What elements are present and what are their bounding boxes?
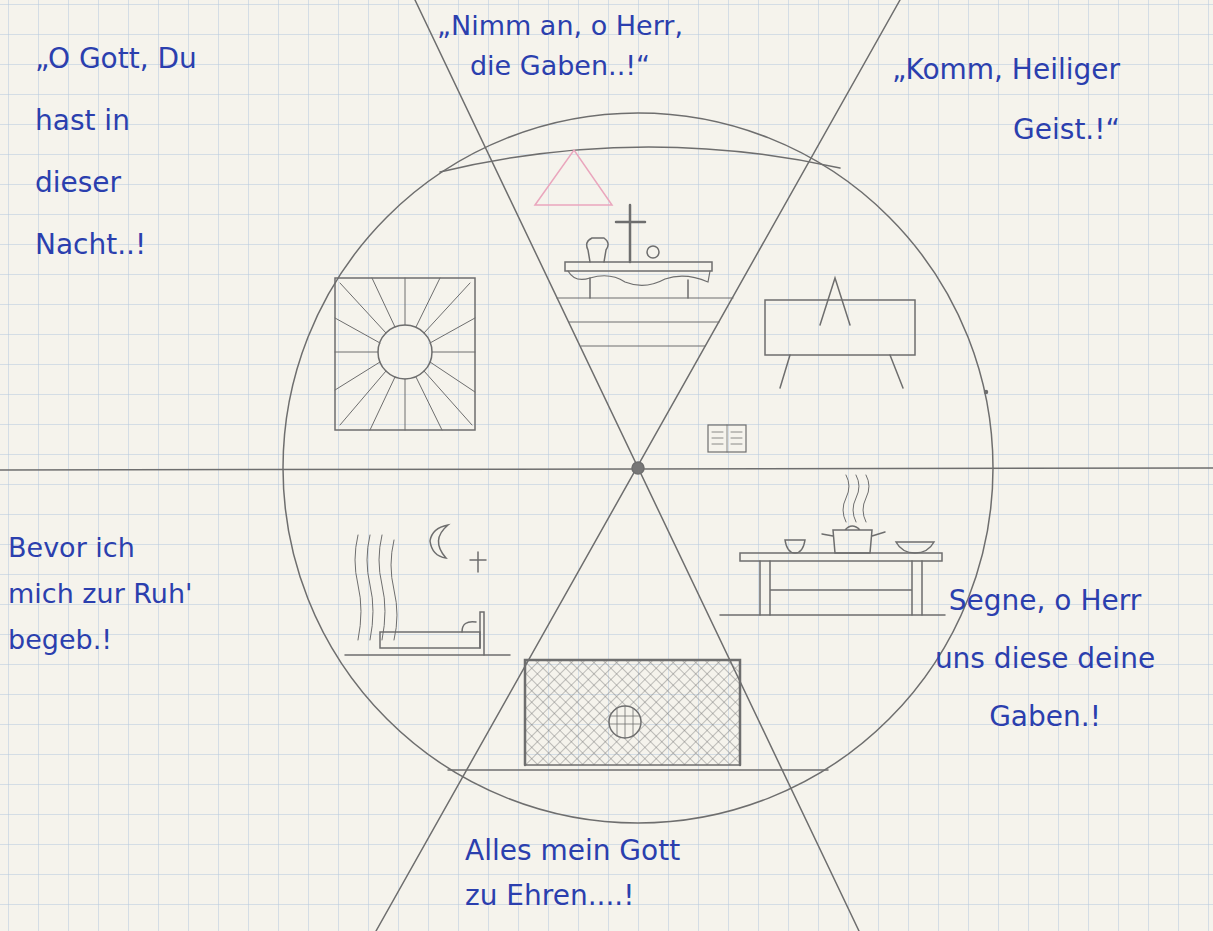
window-frame xyxy=(335,278,475,430)
floor-line xyxy=(720,614,945,616)
prayer-text: „Komm, Heiliger Geist.!“ xyxy=(860,40,1120,160)
bowl-symbol xyxy=(896,542,934,553)
book-symbol xyxy=(708,425,746,452)
board-symbol xyxy=(765,300,915,355)
vase-symbol xyxy=(587,238,608,262)
faint-triangle xyxy=(535,150,612,205)
moon-symbol xyxy=(430,525,448,558)
small-cross xyxy=(470,552,486,572)
host-symbol xyxy=(647,246,659,258)
dining-table xyxy=(740,553,942,561)
pot-symbol xyxy=(822,526,885,553)
prayer-text: „O Gott, Du hast in dieser Nacht..! xyxy=(35,28,220,276)
goal-posts xyxy=(525,660,740,765)
altar-steps xyxy=(557,298,733,346)
floor-line xyxy=(345,654,510,656)
altar-legs xyxy=(590,278,688,298)
bed-headboard xyxy=(462,612,484,655)
divider-line xyxy=(0,468,1213,470)
prayer-text: „Nimm an, o Herr, die Gaben..!“ xyxy=(435,6,685,86)
curtain-lines xyxy=(355,535,397,640)
cross-symbol xyxy=(616,205,645,262)
divider-line xyxy=(415,0,859,931)
goal-net xyxy=(525,660,740,765)
prayer-text: Alles mein Gott zu Ehren....! xyxy=(465,828,705,918)
football-pattern xyxy=(610,706,640,738)
sector-base-line xyxy=(448,769,828,771)
sun-rays xyxy=(335,278,475,430)
bed-symbol xyxy=(380,632,480,648)
cup-symbol xyxy=(785,540,805,553)
center-dot xyxy=(632,462,644,474)
altar-table xyxy=(565,262,712,271)
easel-legs xyxy=(780,355,903,388)
book-lines xyxy=(712,425,742,452)
prayer-text: Bevor ich mich zur Ruh' begeb.! xyxy=(8,525,208,663)
football-symbol xyxy=(609,706,641,738)
inner-arc xyxy=(440,147,840,172)
table-legs xyxy=(760,561,922,615)
steam-lines xyxy=(843,475,869,522)
prayer-text: Segne, o Herr uns diese deine Gaben.! xyxy=(930,572,1160,746)
divider-line xyxy=(376,0,900,931)
easel-top xyxy=(820,278,850,325)
pencil-dot xyxy=(985,391,988,394)
